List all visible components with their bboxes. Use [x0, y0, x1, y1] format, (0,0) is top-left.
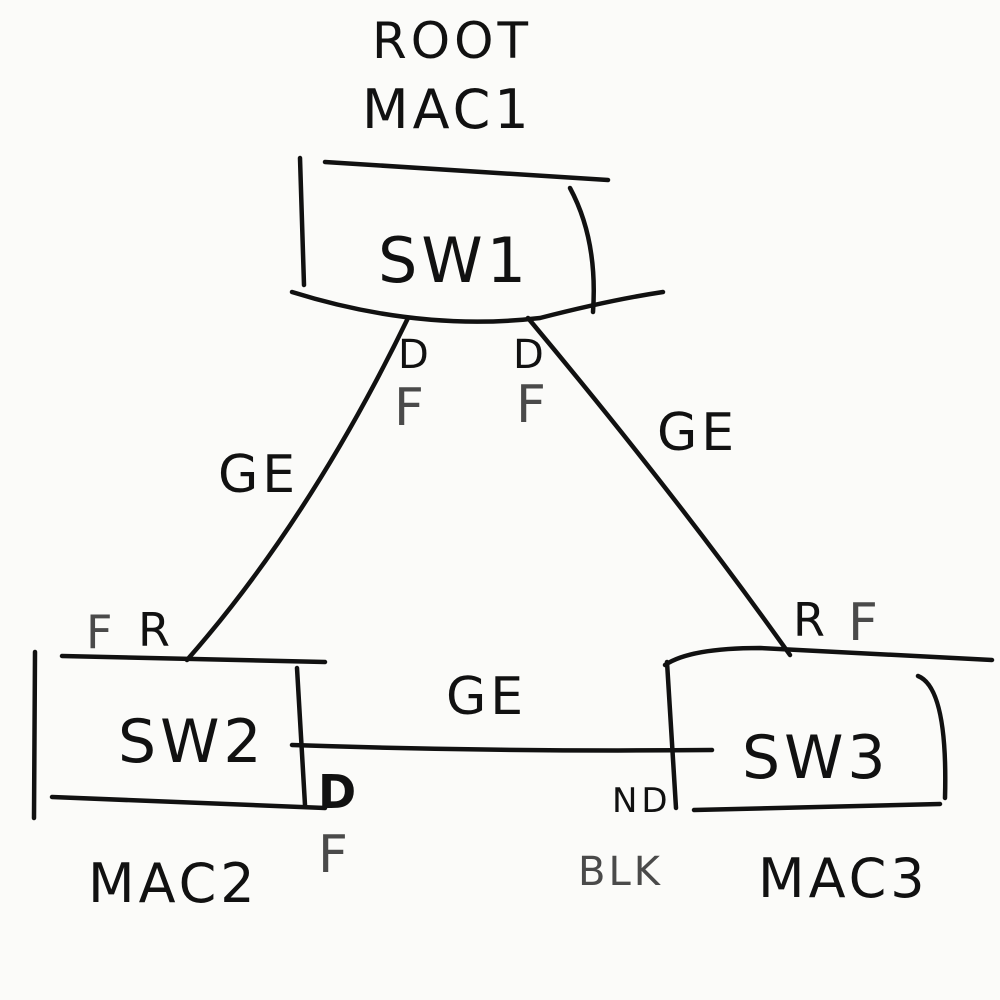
switch-sw3: SW3 MAC3 — [662, 645, 995, 910]
link-line — [525, 315, 793, 658]
sw1-mac-label: MAC1 — [362, 78, 533, 141]
sw2-mac-label: MAC2 — [88, 852, 259, 915]
port-role: R — [793, 593, 829, 647]
link-sw1-sw2: GE — [184, 315, 411, 663]
sw1-root-label: ROOT — [372, 12, 532, 70]
sw3-mac-label: MAC3 — [758, 847, 929, 910]
port-role: D — [398, 332, 433, 378]
port-state: F — [394, 378, 427, 438]
port-sw3-to-sw1: R F — [793, 593, 881, 653]
port-state: F — [848, 593, 881, 653]
sw2-box-left — [31, 649, 38, 821]
sw1-box-left — [297, 155, 307, 288]
link-label: GE — [657, 403, 738, 463]
sw3-box-bottom — [691, 801, 943, 813]
switch-sw2: SW2 MAC2 — [31, 649, 328, 915]
sw2-name: SW2 — [118, 707, 266, 777]
link-label: GE — [446, 667, 527, 727]
sw3-box-right — [915, 673, 948, 801]
sw3-box-top — [662, 645, 995, 668]
port-state: F — [86, 605, 115, 659]
port-sw2-to-sw1: F R — [86, 603, 174, 659]
sw1-name: SW1 — [378, 224, 530, 297]
port-sw3-to-sw2: ND BLK — [578, 781, 672, 895]
port-role: D — [513, 332, 548, 378]
link-sw1-sw3: GE — [525, 315, 793, 658]
sw2-box-top — [59, 653, 328, 665]
sw1-box-right — [567, 185, 596, 315]
port-sw1-to-sw2: D F — [394, 332, 433, 438]
port-role: D — [318, 765, 360, 819]
sw1-box-bottom — [289, 289, 666, 324]
switch-sw1: SW1 ROOT MAC1 — [289, 12, 666, 324]
sw2-box-bottom — [49, 794, 328, 811]
port-state: F — [318, 825, 351, 885]
sw3-box-left — [664, 659, 679, 811]
link-line — [289, 742, 715, 753]
port-role: R — [138, 603, 174, 657]
port-state: BLK — [578, 849, 663, 895]
port-sw1-to-sw3: D F — [513, 332, 549, 435]
link-label: GE — [218, 445, 299, 505]
sw1-box-top — [322, 159, 611, 183]
sw2-box-right — [294, 665, 308, 808]
link-line — [184, 315, 411, 663]
sw3-name: SW3 — [742, 723, 890, 793]
port-state: F — [516, 375, 549, 435]
link-sw2-sw3: GE — [289, 667, 715, 753]
port-sw2-to-sw3: D F — [318, 765, 360, 885]
port-role: ND — [612, 781, 672, 821]
